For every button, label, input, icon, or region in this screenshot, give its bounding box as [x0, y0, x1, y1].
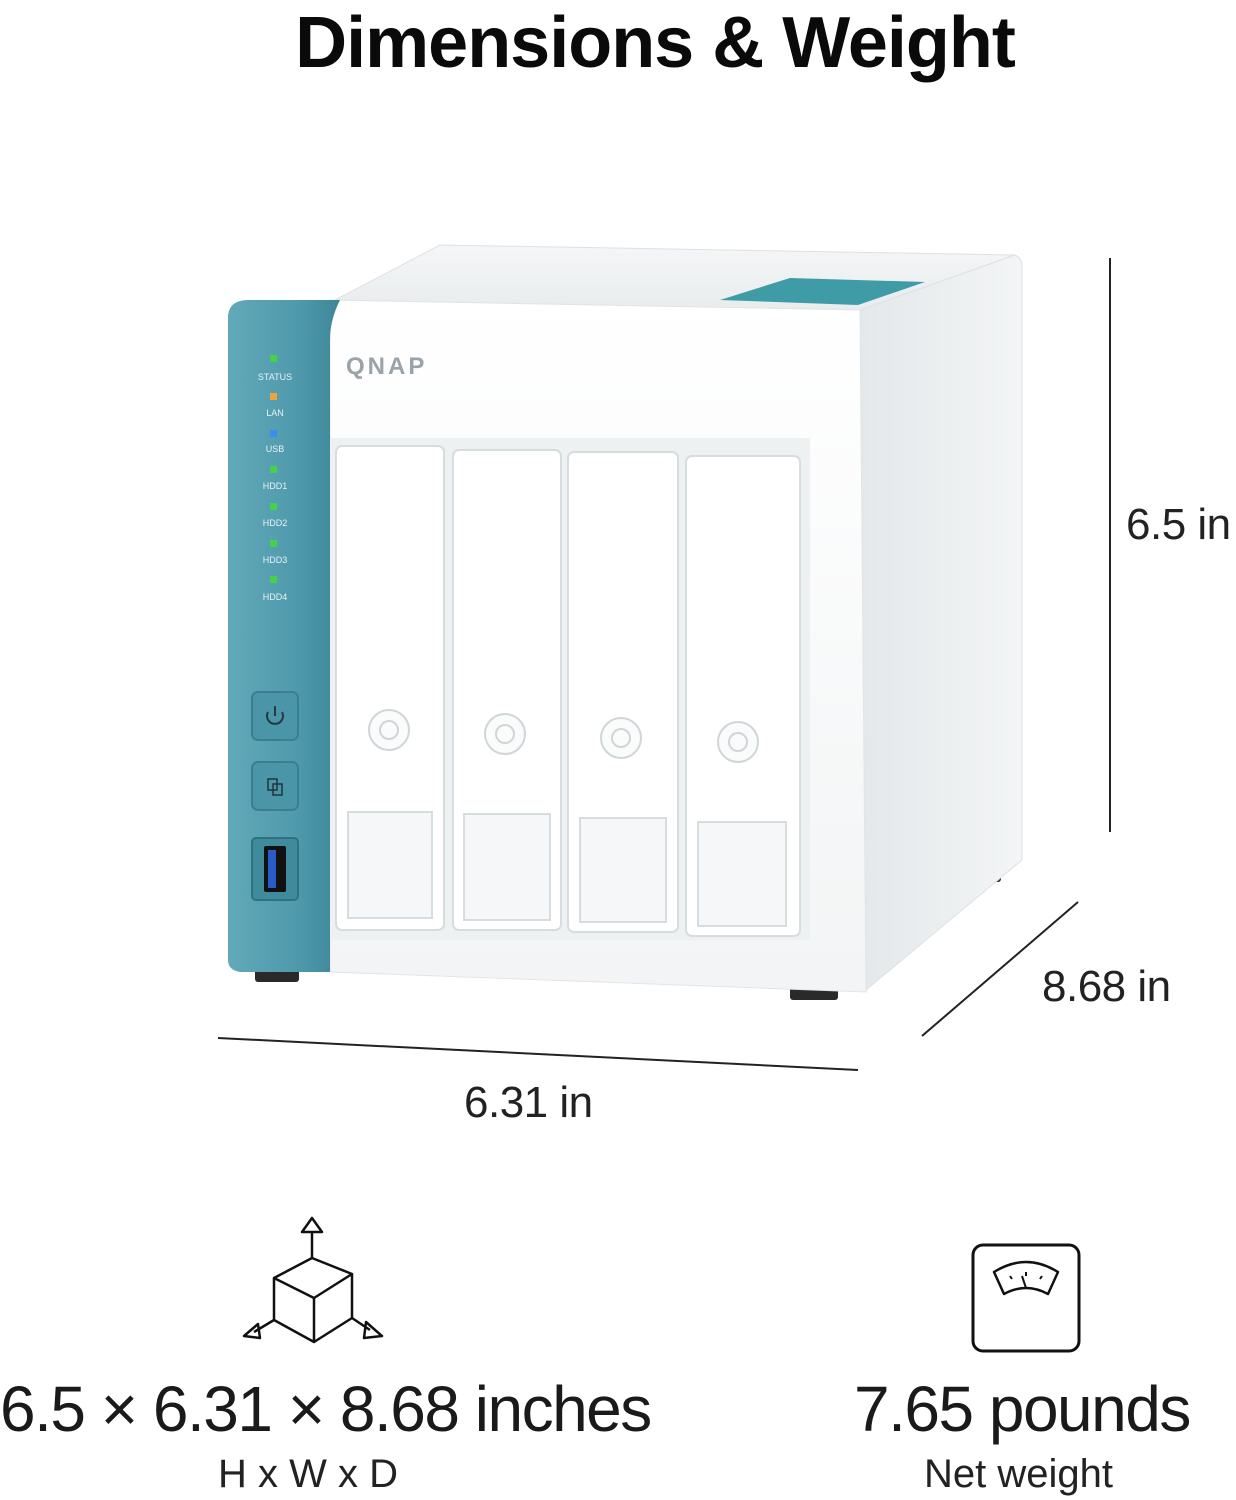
svg-text:HDD1: HDD1: [263, 481, 288, 491]
drive-tray-4: [685, 455, 801, 937]
weighing-scale-icon: [971, 1243, 1081, 1353]
page-title: Dimensions & Weight: [295, 3, 1016, 83]
drive-trays: [335, 445, 801, 937]
svg-text:HDD4: HDD4: [263, 592, 288, 602]
width-dimension-line: [217, 1037, 859, 1071]
drive-tray-1: [335, 445, 445, 931]
device-side: [859, 254, 1023, 991]
drive-tray-2: [452, 449, 562, 931]
height-label: 6.5 in: [1126, 500, 1231, 549]
svg-text:HDD3: HDD3: [263, 555, 288, 565]
drive-tray-3: [567, 451, 679, 933]
model-sticker: [720, 278, 925, 305]
copy-button: [251, 761, 299, 811]
nas-device-illustration: QNAP STATUS LAN USB HDD1 HDD2 HDD3 HDD4: [217, 244, 1111, 1071]
svg-text:STATUS: STATUS: [258, 372, 292, 382]
cube-dimensions-icon: [242, 1216, 384, 1344]
svg-text:LAN: LAN: [266, 408, 284, 418]
size-spec-caption: H x W x D: [218, 1452, 398, 1496]
depth-dimension-line: [921, 901, 1079, 1037]
weight-spec-value: 7.65 pounds: [854, 1373, 1191, 1445]
depth-label: 8.68 in: [1042, 962, 1171, 1011]
size-spec-value: 6.5 × 6.31 × 8.68 inches: [0, 1373, 652, 1445]
svg-text:USB: USB: [266, 444, 285, 454]
brand-logo: QNAP: [346, 353, 427, 380]
weight-spec-caption: Net weight: [924, 1452, 1113, 1496]
svg-text:HDD2: HDD2: [263, 518, 288, 528]
width-label: 6.31 in: [464, 1078, 593, 1127]
led-indicators: STATUS LAN USB HDD1 HDD2 HDD3 HDD4: [258, 355, 292, 602]
